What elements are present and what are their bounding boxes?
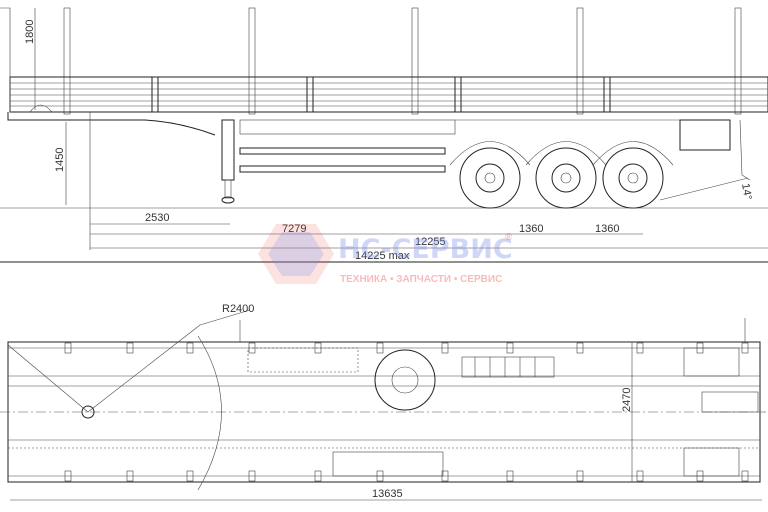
stake-pocket bbox=[636, 470, 644, 482]
stake-pocket bbox=[314, 470, 322, 482]
axle-hub-top bbox=[374, 349, 436, 411]
rim bbox=[551, 163, 581, 193]
board-ribs bbox=[10, 76, 768, 113]
hub bbox=[627, 172, 639, 184]
watermark-logo bbox=[258, 224, 334, 284]
stake-pocket bbox=[576, 470, 584, 482]
front-wall bbox=[0, 7, 11, 112]
dim-7279: 7279 bbox=[282, 223, 306, 235]
fender bbox=[449, 141, 531, 166]
watermark: НС-СЕРВИС ® ТЕХНИКА • ЗАПЧАСТИ • СЕРВИС bbox=[258, 224, 513, 285]
kingpin bbox=[81, 405, 95, 419]
watermark-tagline: ТЕХНИКА • ЗАПЧАСТИ • СЕРВИС bbox=[340, 274, 502, 285]
tire bbox=[602, 147, 664, 209]
stake-pocket bbox=[186, 342, 194, 354]
landing-gear bbox=[221, 119, 235, 204]
stake-pocket bbox=[506, 342, 514, 354]
wheels bbox=[449, 141, 674, 209]
tire bbox=[535, 147, 597, 209]
departure-angle-line bbox=[659, 177, 749, 201]
dim-r2400: R2400 bbox=[222, 303, 254, 315]
board-post bbox=[454, 76, 462, 113]
dim-12255: 12255 bbox=[415, 236, 446, 248]
stake-pocket bbox=[741, 342, 749, 354]
rim bbox=[475, 163, 505, 193]
ladder-middle bbox=[461, 356, 555, 378]
stake bbox=[411, 7, 419, 115]
stake bbox=[734, 7, 742, 115]
toolbox bbox=[679, 119, 731, 151]
stake-pocket bbox=[186, 470, 194, 482]
watermark-registered: ® bbox=[505, 232, 513, 243]
rim bbox=[618, 163, 648, 193]
board-post bbox=[306, 76, 314, 113]
dim-1360-b: 1360 bbox=[595, 223, 619, 235]
board-post bbox=[603, 76, 611, 113]
fender bbox=[525, 141, 607, 166]
stakes bbox=[63, 7, 742, 115]
swing-radius-arc bbox=[197, 335, 222, 491]
stake-pocket bbox=[126, 342, 134, 354]
side-view: 14° 1800 1450 2530 7279 1360 1360 12255 … bbox=[0, 7, 768, 263]
stake bbox=[248, 7, 256, 115]
tire bbox=[459, 147, 521, 209]
board-post bbox=[151, 76, 159, 113]
stake-pocket bbox=[506, 470, 514, 482]
stake bbox=[63, 7, 71, 115]
stake-pocket bbox=[126, 470, 134, 482]
dim-2470: 2470 bbox=[621, 388, 633, 412]
dim-2530: 2530 bbox=[145, 212, 169, 224]
stake-pocket bbox=[636, 342, 644, 354]
dim-14225: 14225 max bbox=[355, 250, 410, 262]
dim-1360-a: 1360 bbox=[519, 223, 543, 235]
fender bbox=[592, 141, 674, 166]
stake-pocket bbox=[248, 470, 256, 482]
dim-1450: 1450 bbox=[54, 148, 66, 172]
gooseneck bbox=[7, 112, 216, 136]
top-view: R2400 2470 13635 bbox=[0, 303, 768, 501]
dim-13635: 13635 bbox=[372, 488, 403, 500]
stake-pockets bbox=[64, 342, 749, 482]
rear-angle-label: 14° bbox=[739, 182, 754, 200]
stake-pocket bbox=[576, 342, 584, 354]
stake-pocket bbox=[64, 470, 72, 482]
stake bbox=[576, 7, 584, 115]
stake-pocket bbox=[441, 342, 449, 354]
hub bbox=[484, 172, 496, 184]
hub bbox=[560, 172, 572, 184]
ladder-rear bbox=[701, 391, 759, 413]
watermark-brand: НС-СЕРВИС bbox=[338, 234, 513, 265]
chassis-frame bbox=[239, 119, 751, 181]
side-board bbox=[9, 76, 768, 113]
stake-pocket bbox=[64, 342, 72, 354]
stake-pocket bbox=[741, 470, 749, 482]
spare-wheel-arch bbox=[29, 104, 53, 113]
dim-1800: 1800 bbox=[24, 20, 36, 44]
stake-pocket bbox=[376, 342, 384, 354]
